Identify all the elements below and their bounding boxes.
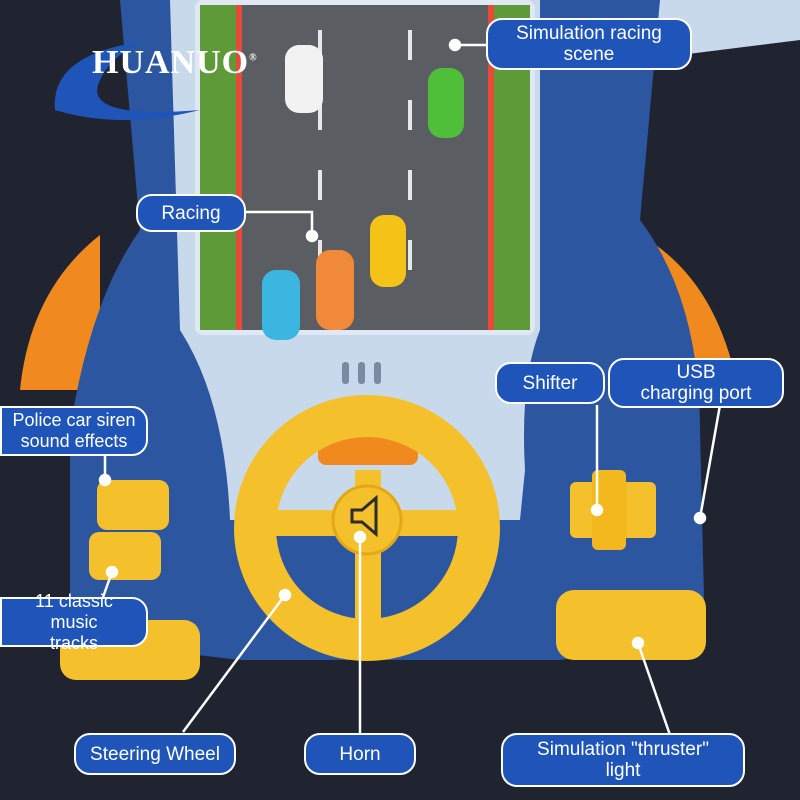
- callout-text: tracks: [49, 632, 98, 653]
- speaker-slots: [342, 362, 381, 384]
- logo-swoosh: [54, 42, 200, 120]
- callout-text: 11 classic music: [35, 590, 113, 632]
- callout-lines: [98, 38, 722, 738]
- yellow-car-icon: [370, 215, 406, 287]
- cyan-car-icon: [262, 270, 300, 340]
- callout-racing: Racing: [136, 194, 246, 232]
- left-curb: [236, 5, 242, 330]
- orange-car-icon: [316, 250, 354, 330]
- logo-text: HUANUO: [92, 44, 250, 81]
- callout-horn: Horn: [304, 733, 416, 775]
- green-car-icon: [428, 68, 464, 138]
- callout-text: light: [605, 760, 641, 781]
- callout-text: Simulation racing: [516, 23, 662, 44]
- music-button-icon[interactable]: [89, 532, 161, 580]
- left-fin: [20, 235, 100, 390]
- left-grass: [200, 5, 240, 330]
- registered-mark: ®: [249, 52, 258, 64]
- callout-shifter: Shifter: [495, 362, 605, 404]
- callout-text: Simulation "thruster": [537, 739, 709, 760]
- callout-text: Racing: [161, 202, 221, 224]
- callout-text: USB: [676, 362, 716, 383]
- shifter-icon[interactable]: [570, 470, 656, 550]
- callout-text: Horn: [339, 743, 381, 765]
- horn-icon[interactable]: [350, 494, 378, 538]
- callout-steering-wheel: Steering Wheel: [74, 733, 236, 775]
- callout-text: charging port: [640, 383, 752, 404]
- white-car-icon: [285, 45, 323, 113]
- right-curb: [488, 5, 494, 330]
- callout-text: Police car siren: [12, 410, 136, 430]
- brand-logo: HUANUO®: [92, 44, 258, 82]
- callout-text: Shifter: [522, 372, 578, 394]
- callout-text: sound effects: [20, 431, 128, 451]
- right-thruster-light: [556, 590, 706, 660]
- siren-button-icon[interactable]: [97, 480, 169, 530]
- callout-text: scene: [563, 44, 615, 65]
- callout-text: Steering Wheel: [90, 743, 220, 765]
- callout-thruster-light: Simulation "thruster"light: [501, 733, 745, 787]
